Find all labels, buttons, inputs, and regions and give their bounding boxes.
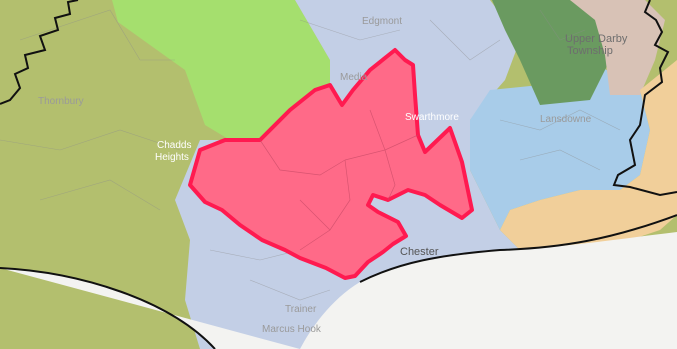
highlighted-district[interactable]	[188, 48, 474, 280]
label-chester: Chester	[400, 246, 439, 258]
label-upper-darby: Upper Darby	[565, 33, 628, 45]
label-chadds: Chadds	[157, 140, 191, 151]
label-upper-darby-township: Township	[567, 45, 613, 57]
label-lansdowne: Lansdowne	[540, 114, 592, 125]
label-marcus-hook: Marcus Hook	[262, 324, 322, 335]
map-labels: Upper Darby Township Chester Media Swart…	[38, 16, 628, 335]
delaware-river	[0, 232, 677, 349]
dark-green-region	[492, 0, 610, 105]
peach-region	[500, 60, 677, 252]
sky-blue-region	[470, 60, 650, 230]
label-heights: Heights	[155, 152, 189, 163]
light-green-region	[112, 0, 330, 140]
label-swarthmore: Swarthmore	[405, 112, 459, 123]
label-trainer: Trainer	[285, 304, 317, 315]
label-media: Media	[340, 72, 368, 83]
label-thornbury: Thornbury	[38, 96, 84, 107]
highlight-inner-lines	[259, 109, 419, 251]
district-lines	[0, 9, 621, 301]
pinkish-region	[570, 0, 665, 95]
label-edgmont: Edgmont	[362, 16, 402, 27]
